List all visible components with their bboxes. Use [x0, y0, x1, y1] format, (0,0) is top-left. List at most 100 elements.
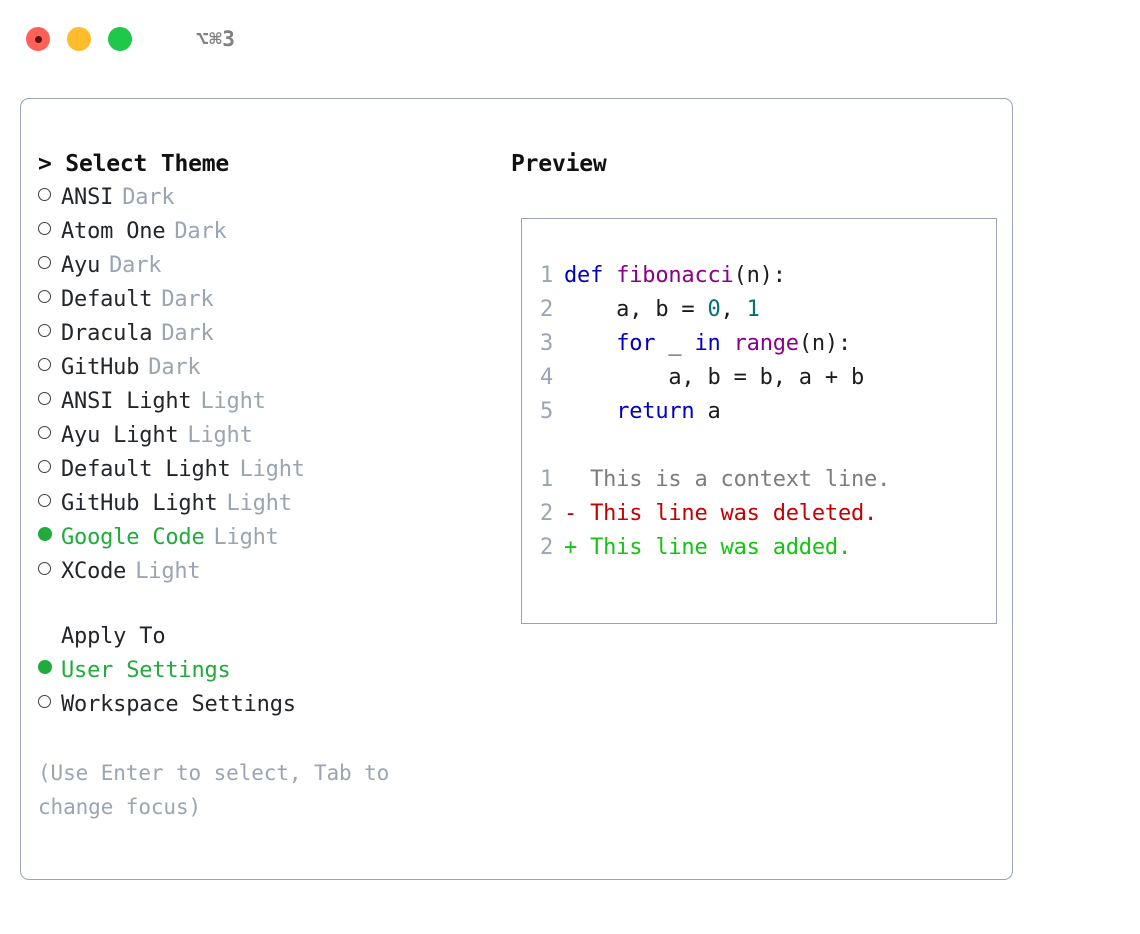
- radio-selected-icon[interactable]: [38, 522, 61, 556]
- theme-option-ayu-light[interactable]: Ayu Light Light: [38, 419, 501, 453]
- diff-line: 2+ This line was added.: [522, 531, 996, 565]
- code-token-plain: [564, 331, 616, 356]
- radio-unselected-icon[interactable]: [38, 556, 61, 590]
- code-token-plain: [564, 399, 616, 424]
- radio-unselected-icon[interactable]: [38, 284, 61, 318]
- keyboard-hint: (Use Enter to select, Tab to change focu…: [38, 756, 458, 824]
- diff-line-text: - This line was deleted.: [564, 501, 878, 526]
- theme-option-kind: Dark: [161, 321, 214, 346]
- close-button-icon[interactable]: [26, 27, 50, 51]
- code-token-kw: in: [694, 331, 721, 356]
- radio-unselected-icon[interactable]: [38, 182, 61, 216]
- theme-option-atom-one[interactable]: Atom One Dark: [38, 215, 501, 249]
- theme-option-label: Default: [61, 287, 153, 312]
- theme-option-kind: Dark: [122, 185, 175, 210]
- code-line-number: 1: [539, 263, 553, 288]
- diff-line: 2 - This line was deleted.: [522, 497, 996, 531]
- radio-mark: [38, 460, 51, 473]
- theme-option-label: GitHub: [61, 355, 140, 380]
- diff-line: 1 This is a context line.: [522, 463, 996, 497]
- keyboard-hint-line-1: (Use Enter to select, Tab to: [38, 761, 390, 785]
- apply-to-heading: Apply To: [61, 624, 166, 649]
- code-line-text: def fibonacci(n):: [564, 259, 996, 293]
- radio-unselected-icon[interactable]: [38, 689, 61, 723]
- theme-option-kind: Dark: [161, 287, 214, 312]
- apply-to-option-workspace-settings[interactable]: Workspace Settings: [38, 688, 501, 722]
- code-line-number: 4: [539, 365, 553, 390]
- theme-option-kind: Light: [135, 559, 201, 584]
- theme-option-kind: Dark: [174, 219, 227, 244]
- code-line: 2 a, b = 0, 1: [522, 293, 996, 327]
- radio-unselected-icon[interactable]: [38, 420, 61, 454]
- code-line-text: a, b = b, a + b: [564, 361, 996, 395]
- code-token-plain: [721, 331, 734, 356]
- keyboard-shortcut-label: ⌥⌘3: [196, 27, 236, 51]
- radio-unselected-icon[interactable]: [38, 318, 61, 352]
- radio-mark: [38, 188, 51, 201]
- theme-option-kind: Dark: [148, 355, 201, 380]
- code-line: 3 for _ in range(n):: [522, 327, 996, 361]
- apply-to-option-user-settings[interactable]: User Settings: [38, 654, 501, 688]
- diff-line-number: 2: [539, 501, 553, 526]
- theme-option-default[interactable]: Default Dark: [38, 283, 501, 317]
- theme-option-label: Ayu Light: [61, 423, 179, 448]
- theme-option-kind: Dark: [109, 253, 162, 278]
- code-token-num: 1: [746, 297, 760, 322]
- theme-option-kind: Light: [239, 457, 305, 482]
- apply-to-option-label: Workspace Settings: [61, 692, 296, 717]
- theme-option-label: GitHub Light: [61, 491, 218, 516]
- minimize-button-icon[interactable]: [67, 27, 91, 51]
- theme-option-kind: Light: [187, 423, 253, 448]
- radio-mark: [38, 660, 52, 674]
- code-token-punc: (n):: [798, 331, 852, 356]
- theme-option-label: Google Code: [61, 525, 205, 550]
- radio-unselected-icon[interactable]: [38, 488, 61, 522]
- radio-unselected-icon[interactable]: [38, 454, 61, 488]
- code-line-number: 2: [539, 297, 553, 322]
- theme-option-label: Atom One: [61, 219, 166, 244]
- theme-option-github[interactable]: GitHub Dark: [38, 351, 501, 385]
- theme-option-google-code[interactable]: Google Code Light: [38, 521, 501, 555]
- theme-option-label: Dracula: [61, 321, 153, 346]
- code-token-plain: a, b = b, a + b: [564, 365, 865, 390]
- code-token-kw: return: [616, 399, 695, 424]
- radio-unselected-icon[interactable]: [38, 216, 61, 250]
- code-line-text: a, b = 0, 1: [564, 293, 996, 327]
- radio-unselected-icon[interactable]: [38, 386, 61, 420]
- theme-option-dracula[interactable]: Dracula Dark: [38, 317, 501, 351]
- radio-selected-icon[interactable]: [38, 655, 61, 689]
- radio-mark: [38, 426, 51, 439]
- radio-mark: [38, 256, 51, 269]
- code-line-text: return a: [564, 395, 996, 429]
- code-token-fn: fibonacci: [616, 263, 734, 288]
- zoom-button-icon[interactable]: [108, 27, 132, 51]
- theme-option-kind: Light: [213, 525, 279, 550]
- diff-sample: 1 This is a context line. 2 - This line wa…: [522, 463, 996, 565]
- radio-unselected-icon[interactable]: [38, 352, 61, 386]
- code-token-kw: for: [616, 331, 656, 356]
- radio-mark: [38, 392, 51, 405]
- code-line-number: 3: [539, 331, 553, 356]
- diff-line-number: 1: [539, 467, 553, 492]
- diff-line-number: 2: [539, 535, 553, 560]
- preview-heading: Preview: [511, 151, 607, 177]
- code-line: 4 a, b = b, a + b: [522, 361, 996, 395]
- code-token-plain: a: [694, 399, 721, 424]
- code-token-kw: def: [564, 263, 604, 288]
- radio-unselected-icon[interactable]: [38, 250, 61, 284]
- radio-mark: [38, 222, 51, 235]
- radio-mark: [38, 494, 51, 507]
